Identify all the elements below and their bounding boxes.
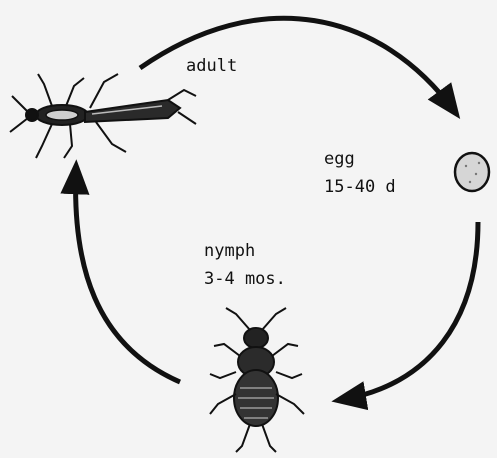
egg-duration: 15-40 d xyxy=(324,176,396,198)
egg-icon xyxy=(455,153,489,191)
adult-label: adult xyxy=(186,55,237,77)
arrow-egg-to-nymph xyxy=(340,222,478,400)
nymph-label: nymph xyxy=(204,240,255,262)
arrow-nymph-to-adult xyxy=(76,168,180,382)
nymph-duration: 3-4 mos. xyxy=(204,268,286,290)
adult-insect-icon xyxy=(10,74,196,158)
nymph-insect-icon xyxy=(210,308,304,452)
egg-label: egg xyxy=(324,148,355,170)
